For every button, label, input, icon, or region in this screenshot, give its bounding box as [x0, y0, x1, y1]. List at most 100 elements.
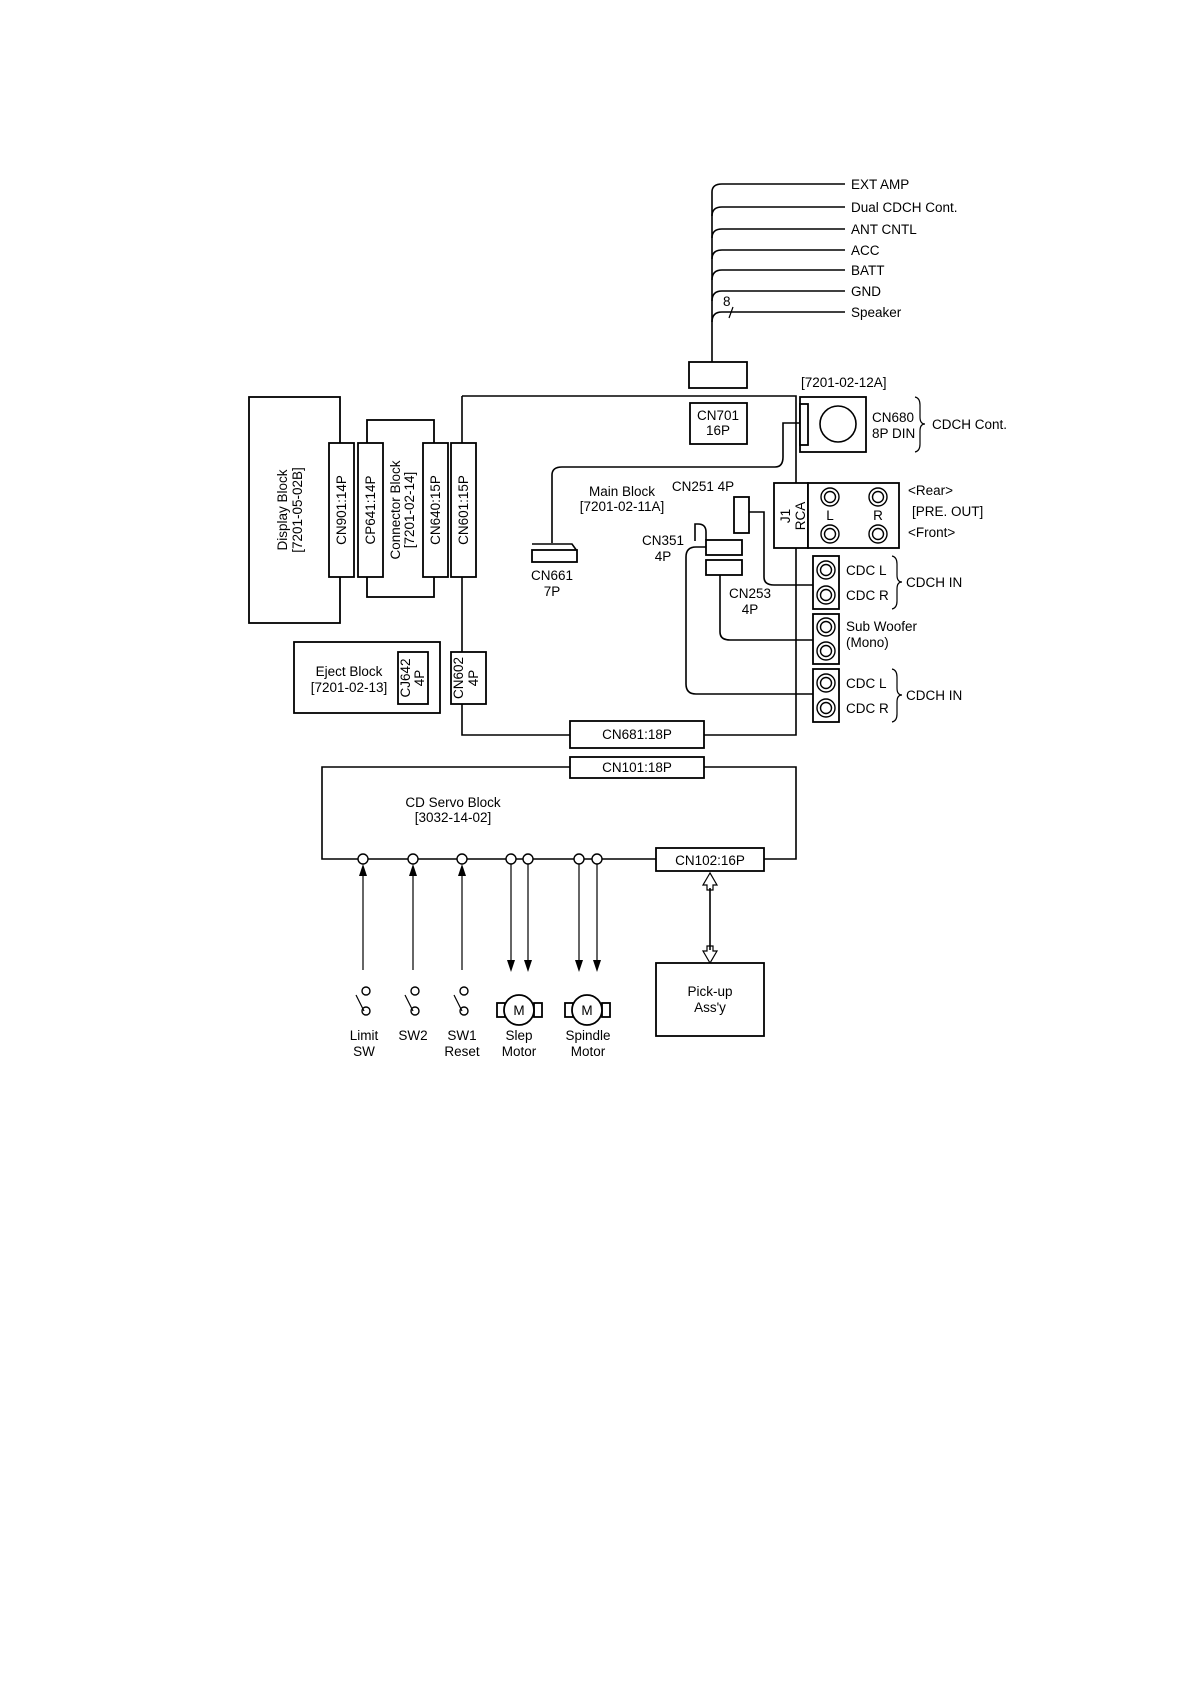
- sw1-reset-switch: [453, 986, 469, 1016]
- harness-label-gnd: GND: [851, 284, 881, 299]
- rca-front-label: <Front>: [908, 525, 955, 540]
- cd-servo-name: CD Servo Block: [405, 795, 501, 810]
- main-block-code: [7201-02-11A]: [580, 499, 665, 514]
- cn701-box: [689, 402, 748, 445]
- cn101-box: [569, 756, 705, 779]
- din-socket: [819, 405, 857, 443]
- cn351-name: CN351: [642, 533, 684, 548]
- harness-label-speaker: Speaker: [851, 305, 902, 320]
- slep-motor-line2: Motor: [502, 1044, 537, 1059]
- display-block-code: [7201-05-02B]: [290, 467, 305, 553]
- cdch-in-lower-label: CDCH IN: [906, 688, 962, 703]
- rca-jack-block: J1 RCA L R <Rear> [PRE. OUT] <Front>: [773, 482, 983, 549]
- cn681-box: [569, 720, 705, 749]
- cj642-pins: 4P: [412, 670, 427, 687]
- slep-motor-line1: Slep: [505, 1028, 532, 1043]
- sled-motor: M: [496, 994, 543, 1026]
- sw2-line1: SW2: [398, 1028, 427, 1043]
- cn901-label: CN901:14P: [334, 475, 349, 545]
- rca-j1-label: J1: [778, 509, 793, 523]
- cd-servo-code: [3032-14-02]: [415, 810, 492, 825]
- cn102-label: CN102:16P: [675, 853, 745, 868]
- rca-rear-label: <Rear>: [908, 483, 953, 498]
- cp641-label: CP641:14P: [363, 475, 378, 544]
- cn661-box: [531, 549, 578, 563]
- cdch-in-upper-right: CDC R: [846, 588, 889, 603]
- cn681-label: CN681:18P: [602, 727, 672, 742]
- cn253-box: [705, 559, 743, 576]
- pickup-assembly: Pick-up Ass'y: [655, 962, 765, 1037]
- cdch-in-lower-left: CDC L: [846, 676, 887, 691]
- spindle-motor-line1: Spindle: [565, 1028, 610, 1043]
- cn701-name: CN701: [697, 408, 739, 423]
- subwoofer-line1: Sub Woofer: [846, 619, 918, 634]
- cn602-box: [450, 651, 487, 705]
- cn661-pins: 7P: [544, 584, 561, 599]
- din-block-code: [7201-02-12A]: [801, 375, 887, 390]
- cdch-in-upper-left: CDC L: [846, 563, 887, 578]
- harness-label-acc: ACC: [851, 243, 880, 258]
- limit-sw-line2: SW: [353, 1044, 375, 1059]
- limit-sw-line1: Limit: [350, 1028, 379, 1043]
- din-connector: [7201-02-12A] CN680 8P DIN CDCH Cont.: [799, 375, 1007, 453]
- din-block-label: CDCH Cont.: [932, 417, 1007, 432]
- subwoofer-line2: (Mono): [846, 635, 889, 650]
- harness-label-batt: BATT: [851, 263, 885, 278]
- cn253-name: CN253: [729, 586, 771, 601]
- eject-block-name: Eject Block: [316, 664, 383, 679]
- eject-block-code: [7201-02-13]: [311, 680, 388, 695]
- cn661-name: CN661: [531, 568, 573, 583]
- sw1-line2: Reset: [444, 1044, 480, 1059]
- cn701-pins: 16P: [706, 423, 730, 438]
- eject-block: Eject Block [7201-02-13] CJ642 4P: [293, 641, 441, 714]
- spindle-motor-symbol: M: [581, 1003, 592, 1018]
- spindle-motor: M: [564, 994, 611, 1026]
- rca-preout-label: [PRE. OUT]: [912, 504, 983, 519]
- subwoofer-output: Sub Woofer (Mono): [812, 613, 918, 665]
- speaker-wire-count: 8: [723, 294, 731, 309]
- pickup-line2: Ass'y: [694, 1000, 726, 1015]
- display-block-name: Display Block: [275, 469, 290, 550]
- cn351-box: [705, 539, 743, 556]
- harness-plug: [688, 361, 748, 389]
- cdch-in-upper: CDC L CDC R CDCH IN: [812, 555, 962, 610]
- cn101-label: CN101:18P: [602, 760, 672, 775]
- cn680-type: 8P DIN: [872, 426, 915, 441]
- cn602-pins: 4P: [466, 670, 481, 687]
- display-block: Display Block [7201-05-02B] CN901:14P: [248, 396, 355, 624]
- cd-servo-block: CN101:18P CD Servo Block [3032-14-02] CN…: [321, 756, 797, 872]
- rca-left-label: L: [826, 508, 834, 523]
- connector-block-name: Connector Block: [388, 460, 403, 559]
- rca-rca-label: RCA: [793, 502, 808, 531]
- cdch-in-lower-right: CDC R: [846, 701, 889, 716]
- sled-motor-symbol: M: [513, 1003, 524, 1018]
- cj642-name: CJ642: [398, 658, 413, 697]
- connector-block-code: [7201-02-14]: [402, 472, 417, 549]
- component-labels: Limit SW SW2 SW1 Reset Slep Motor Spindl…: [350, 1028, 611, 1059]
- harness-label-ant-cntl: ANT CNTL: [851, 222, 917, 237]
- main-block-outline: [461, 395, 797, 736]
- wiring-harness: 8 EXT AMP Dual CDCH Cont. ANT CNTL ACC B…: [688, 177, 958, 389]
- cdch-in-lower: CDC L CDC R CDCH IN: [812, 668, 962, 723]
- main-block: CN601:15P CN701 16P Main Block [7201-02-…: [450, 402, 822, 749]
- connector-block: CP641:14P Connector Block [7201-02-14] C…: [357, 419, 449, 598]
- rca-right-label: R: [873, 508, 883, 523]
- cn251-box: [733, 496, 750, 534]
- cn251-label: CN251 4P: [672, 479, 734, 494]
- limit-switch: [355, 986, 371, 1016]
- cn680-name: CN680: [872, 410, 914, 425]
- cn253-pins: 4P: [742, 602, 759, 617]
- signal-lines: [359, 864, 719, 972]
- cdch-in-upper-label: CDCH IN: [906, 575, 962, 590]
- pickup-line1: Pick-up: [687, 984, 732, 999]
- cn640-label: CN640:15P: [428, 475, 443, 545]
- cn601-label: CN601:15P: [456, 475, 471, 545]
- harness-label-ext-amp: EXT AMP: [851, 177, 909, 192]
- cn102-box: [655, 847, 765, 872]
- sw1-line1: SW1: [447, 1028, 476, 1043]
- sw2-switch: [404, 986, 420, 1016]
- spindle-motor-line2: Motor: [571, 1044, 606, 1059]
- cn351-pins: 4P: [655, 549, 672, 564]
- cn602-name: CN602: [451, 657, 466, 699]
